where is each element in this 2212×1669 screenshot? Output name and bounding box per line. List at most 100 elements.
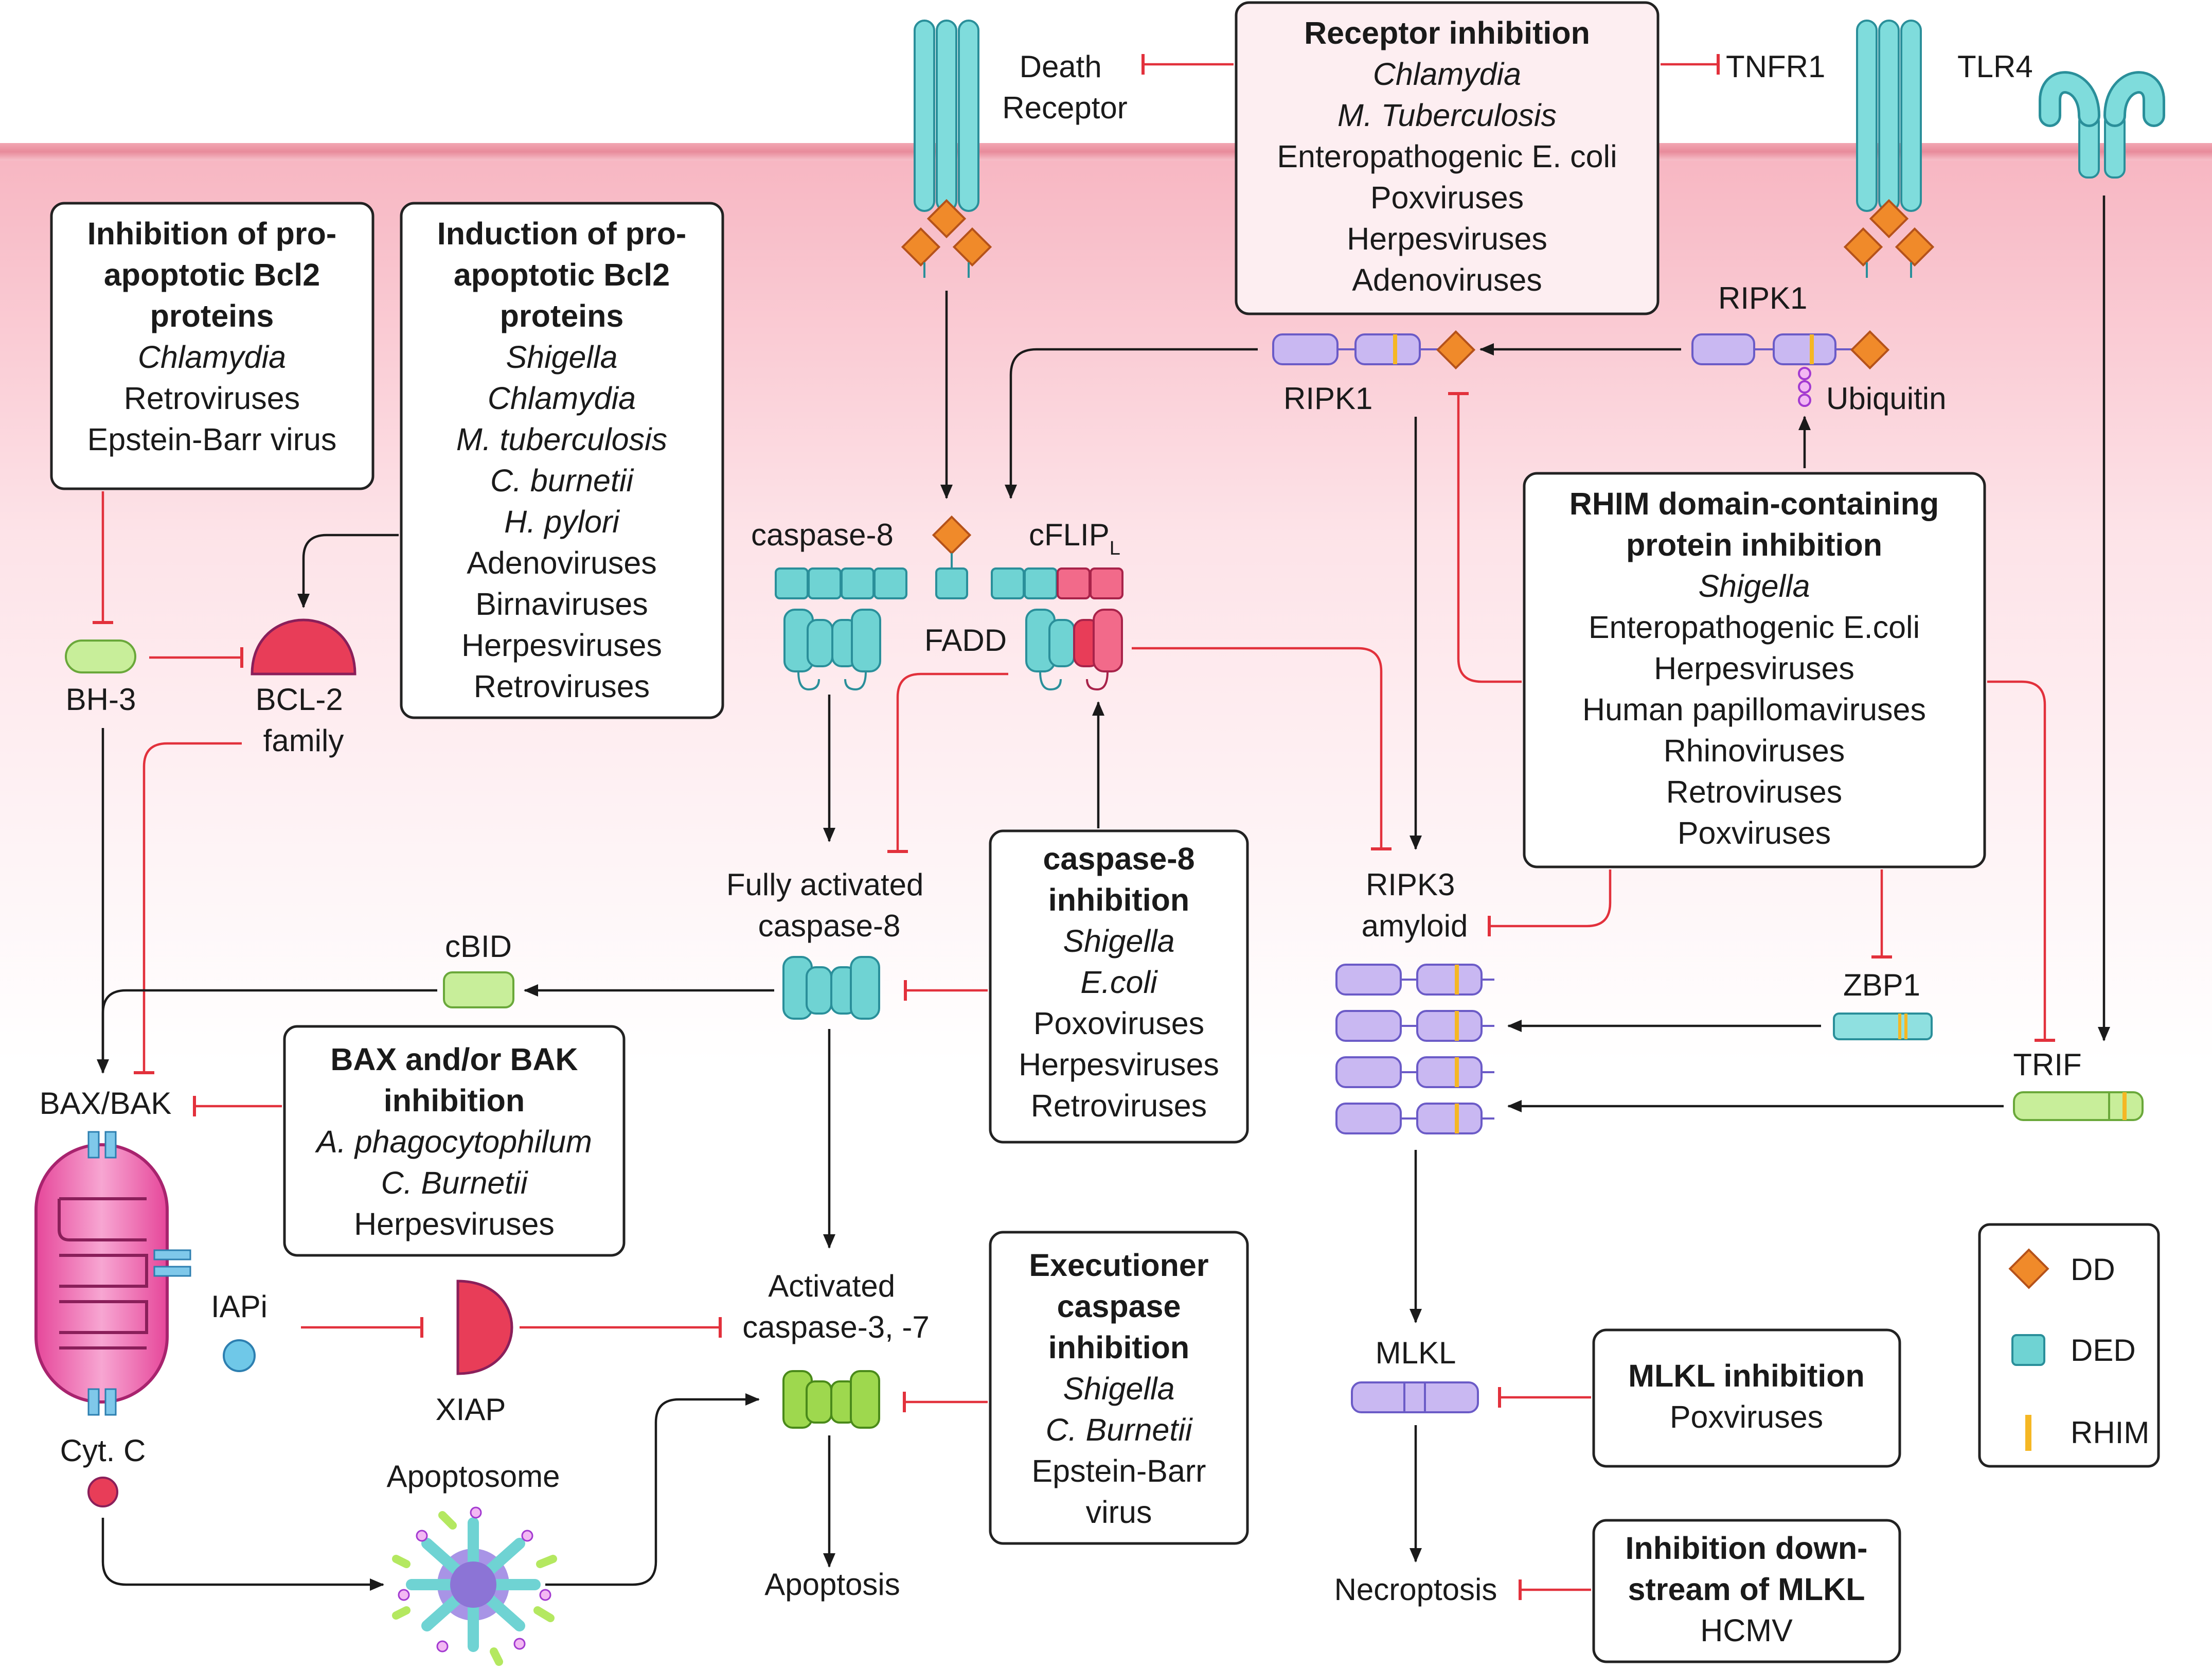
zbp1-label: ZBP1: [1843, 968, 1920, 1002]
ripk1-top-label: RIPK1: [1718, 281, 1807, 315]
bcl2-label: BCL-2 family: [256, 682, 352, 758]
svg-text:inhibition: inhibition: [1048, 1330, 1189, 1365]
tlr4-label: TLR4: [1957, 49, 2033, 84]
cbid-label: cBID: [445, 929, 512, 964]
svg-text:RHIM domain-containing: RHIM domain-containing: [1569, 486, 1939, 521]
svg-text:virus: virus: [1086, 1495, 1152, 1530]
ripk1-ubiquitinated: [1691, 330, 1890, 407]
svg-text:C. Burnetii: C. Burnetii: [1046, 1412, 1193, 1447]
svg-text:Rhinoviruses: Rhinoviruses: [1664, 733, 1845, 768]
trif-label: TRIF: [2013, 1047, 2081, 1082]
fadd-label: FADD: [924, 623, 1007, 658]
svg-text:Induction of pro-: Induction of pro-: [437, 216, 687, 251]
svg-text:Birnaviruses: Birnaviruses: [475, 587, 648, 622]
svg-text:Herpesviruses: Herpesviruses: [461, 628, 662, 663]
svg-text:BAX and/or BAK: BAX and/or BAK: [330, 1042, 578, 1077]
svg-text:inhibition: inhibition: [384, 1083, 525, 1118]
arrow-induction-to-bcl2: [297, 534, 399, 608]
bh3-label: BH-3: [66, 682, 136, 717]
svg-text:Chlamydia: Chlamydia: [138, 340, 286, 375]
dd-icon: [2008, 1248, 2049, 1289]
iapi-molecule: [223, 1339, 256, 1372]
svg-text:Epstein-Barr: Epstein-Barr: [1031, 1453, 1206, 1488]
svg-text:Adenoviruses: Adenoviruses: [1352, 262, 1542, 297]
xiap-label: XIAP: [436, 1392, 506, 1427]
dd-icon: [1843, 199, 1935, 267]
svg-text:A. phagocytophilum: A. phagocytophilum: [314, 1124, 592, 1159]
svg-text:Inhibition of pro-: Inhibition of pro-: [87, 216, 336, 251]
death-receptor-label: Death Receptor: [1002, 49, 1127, 125]
downstream-mlkl-box: Inhibition down- stream of MLKL HCMV: [1592, 1519, 1901, 1663]
inhibit-cflip-to-fully-activated: [887, 672, 1008, 853]
svg-text:HCMV: HCMV: [1700, 1613, 1793, 1648]
apoptosome-label: Apoptosome: [387, 1459, 560, 1494]
arrow-apoptosome-to-activated: [545, 1393, 760, 1586]
ubiquitin-label: Ubiquitin: [1826, 381, 1946, 416]
svg-text:M. tuberculosis: M. tuberculosis: [456, 422, 667, 457]
svg-text:protein inhibition: protein inhibition: [1626, 527, 1882, 562]
apoptosome-complex: [392, 1506, 557, 1666]
arrow-cbid-to-baxbak: [101, 989, 437, 1073]
inhibit-rhim-to-trif: [1987, 680, 2055, 1042]
plasma-membrane: [0, 143, 2212, 161]
ripk1-mid-label: RIPK1: [1283, 381, 1372, 416]
arrow-ripk1-to-cflip: [1005, 348, 1258, 499]
executioner-inhibition-box: Executioner caspase inhibition Shigella …: [989, 1231, 1249, 1545]
ripk1-protein: [1272, 330, 1476, 370]
svg-text:Poxviruses: Poxviruses: [1670, 1399, 1823, 1434]
baxbak-label: BAX/BAK: [40, 1086, 172, 1121]
svg-text:Shigella: Shigella: [1698, 569, 1810, 603]
legend-dd: DD: [2071, 1252, 2115, 1287]
svg-text:M. Tuberculosis: M. Tuberculosis: [1337, 98, 1557, 133]
activated-caspase37: [782, 1370, 880, 1429]
svg-text:Shigella: Shigella: [506, 340, 617, 375]
svg-text:Adenoviruses: Adenoviruses: [467, 545, 657, 580]
cytc-molecule: [87, 1477, 118, 1507]
svg-text:Retroviruses: Retroviruses: [1031, 1088, 1207, 1123]
svg-text:Retroviruses: Retroviruses: [124, 381, 300, 416]
svg-text:caspase-8: caspase-8: [1043, 841, 1194, 876]
svg-text:E.coli: E.coli: [1080, 965, 1158, 1000]
xiap-protein: [456, 1280, 513, 1375]
inhibition-bcl2-box: Inhibition of pro- apoptotic Bcl2 protei…: [50, 202, 374, 490]
cytc-label: Cyt. C: [60, 1433, 146, 1468]
ripk3-amyloid: [1335, 964, 1494, 1134]
svg-text:Poxoviruses: Poxoviruses: [1033, 1006, 1204, 1041]
rhim-icon: [2025, 1415, 2031, 1451]
svg-text:Shigella: Shigella: [1063, 924, 1174, 958]
caspase8-inhibition-box: caspase-8 inhibition Shigella E.coli Pox…: [989, 829, 1249, 1144]
svg-text:proteins: proteins: [500, 298, 624, 333]
legend-ded: DED: [2071, 1333, 2136, 1368]
svg-text:Enteropathogenic E.coli: Enteropathogenic E.coli: [1589, 610, 1920, 645]
mitochondrion: [34, 1131, 191, 1416]
fadd-protein: [932, 515, 972, 599]
svg-text:Receptor inhibition: Receptor inhibition: [1304, 15, 1590, 50]
svg-text:H. pylori: H. pylori: [504, 504, 620, 539]
caspase8-label: caspase-8: [751, 518, 894, 552]
tnfr1-label: TNFR1: [1726, 49, 1825, 84]
svg-text:apoptotic Bcl2: apoptotic Bcl2: [454, 257, 670, 292]
inhibit-rhim-to-ripk1: [1448, 392, 1522, 683]
activated-caspase-label: Activated caspase-3, -7: [742, 1269, 930, 1344]
inhibit-bcl2-to-baxbak: [134, 742, 242, 1074]
svg-text:Poxviruses: Poxviruses: [1370, 180, 1524, 215]
arrow-cytc-to-apoptosome: [101, 1518, 384, 1591]
svg-text:Retroviruses: Retroviruses: [1666, 774, 1842, 809]
svg-text:apoptotic Bcl2: apoptotic Bcl2: [104, 257, 320, 292]
dd-icon: [901, 199, 992, 267]
svg-text:Herpesviruses: Herpesviruses: [354, 1206, 555, 1241]
legend: DD DED RHIM: [1978, 1223, 2160, 1468]
mlkl-inhibition-box: MLKL inhibition Poxviruses: [1592, 1328, 1901, 1468]
fully-activated-label: Fully activated caspase-8: [726, 867, 932, 943]
svg-text:caspase: caspase: [1057, 1289, 1181, 1324]
mlkl-label: MLKL: [1376, 1336, 1456, 1370]
ded-icon: [2011, 1334, 2045, 1366]
svg-text:C. Burnetii: C. Burnetii: [381, 1165, 528, 1200]
ripk3-label: RIPK3 amyloid: [1362, 867, 1468, 943]
cbid-protein: [443, 971, 514, 1008]
caspase8-protein: [775, 567, 907, 691]
rhim-inhibition-box: RHIM domain-containing protein inhibitio…: [1523, 472, 1986, 868]
tlr4-receptor: [2039, 71, 2165, 179]
svg-text:Human papillomaviruses: Human papillomaviruses: [1582, 692, 1926, 727]
